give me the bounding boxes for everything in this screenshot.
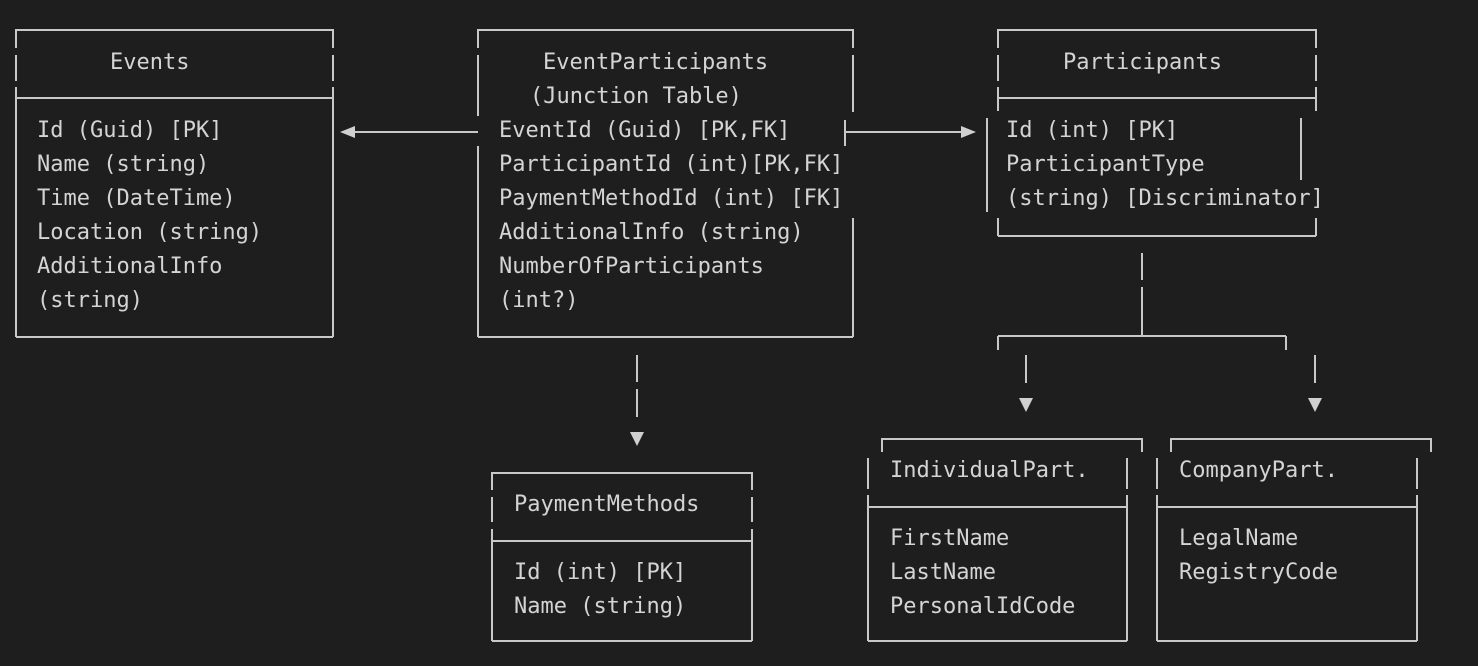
- individual-participant-field: LastName: [890, 560, 996, 585]
- arrow-to-events: [340, 126, 478, 138]
- individual-participant-field: FirstName: [890, 526, 1010, 551]
- arrow-to-participants: [845, 126, 976, 138]
- company-participant-table-border: [1156, 438, 1432, 642]
- participants-field: Id (int) [PK]: [1006, 118, 1179, 143]
- individual-participant-title: IndividualPart.: [890, 458, 1089, 483]
- payment-methods-table-border: [491, 472, 753, 642]
- events-field: Location (string): [37, 220, 263, 245]
- company-participant-field: RegistryCode: [1179, 560, 1338, 585]
- company-participant-title: CompanyPart.: [1179, 458, 1338, 483]
- payment-methods-field: Id (int) [PK]: [514, 560, 687, 585]
- individual-participant-table-border: [867, 438, 1143, 642]
- arrow-to-payment-methods: [630, 355, 644, 446]
- event-participants-field: AdditionalInfo (string): [499, 220, 804, 245]
- event-participants-field: EventId (Guid) [PK,FK]: [499, 118, 791, 143]
- individual-participant-field: PersonalIdCode: [890, 594, 1076, 619]
- event-participants-field: NumberOfParticipants: [499, 254, 764, 279]
- participants-title: Participants: [1063, 50, 1222, 75]
- events-field: (string): [37, 288, 143, 313]
- company-participant-field: LegalName: [1179, 526, 1299, 551]
- event-participants-field: PaymentMethodId (int) [FK]: [499, 186, 844, 211]
- events-field: Name (string): [37, 152, 210, 177]
- participants-field: (string) [Discriminator]: [1006, 186, 1324, 211]
- events-field: Time (DateTime): [37, 186, 236, 211]
- participants-field: ParticipantType: [1006, 152, 1205, 177]
- participants-table-border: [986, 29, 1317, 237]
- event-participants-title: EventParticipants: [543, 50, 769, 75]
- events-table-border: [15, 29, 334, 338]
- payment-methods-title: PaymentMethods: [514, 492, 700, 517]
- event-participants-field: ParticipantId (int)[PK,FK]: [499, 152, 844, 177]
- events-field: AdditionalInfo: [37, 254, 223, 279]
- event-participants-subtitle: (Junction Table): [530, 84, 742, 109]
- payment-methods-field: Name (string): [514, 594, 687, 619]
- events-title: Events: [110, 50, 190, 75]
- inheritance-connector: [997, 253, 1322, 412]
- events-field: Id (Guid) [PK]: [37, 118, 223, 143]
- event-participants-field: (int?): [499, 288, 579, 313]
